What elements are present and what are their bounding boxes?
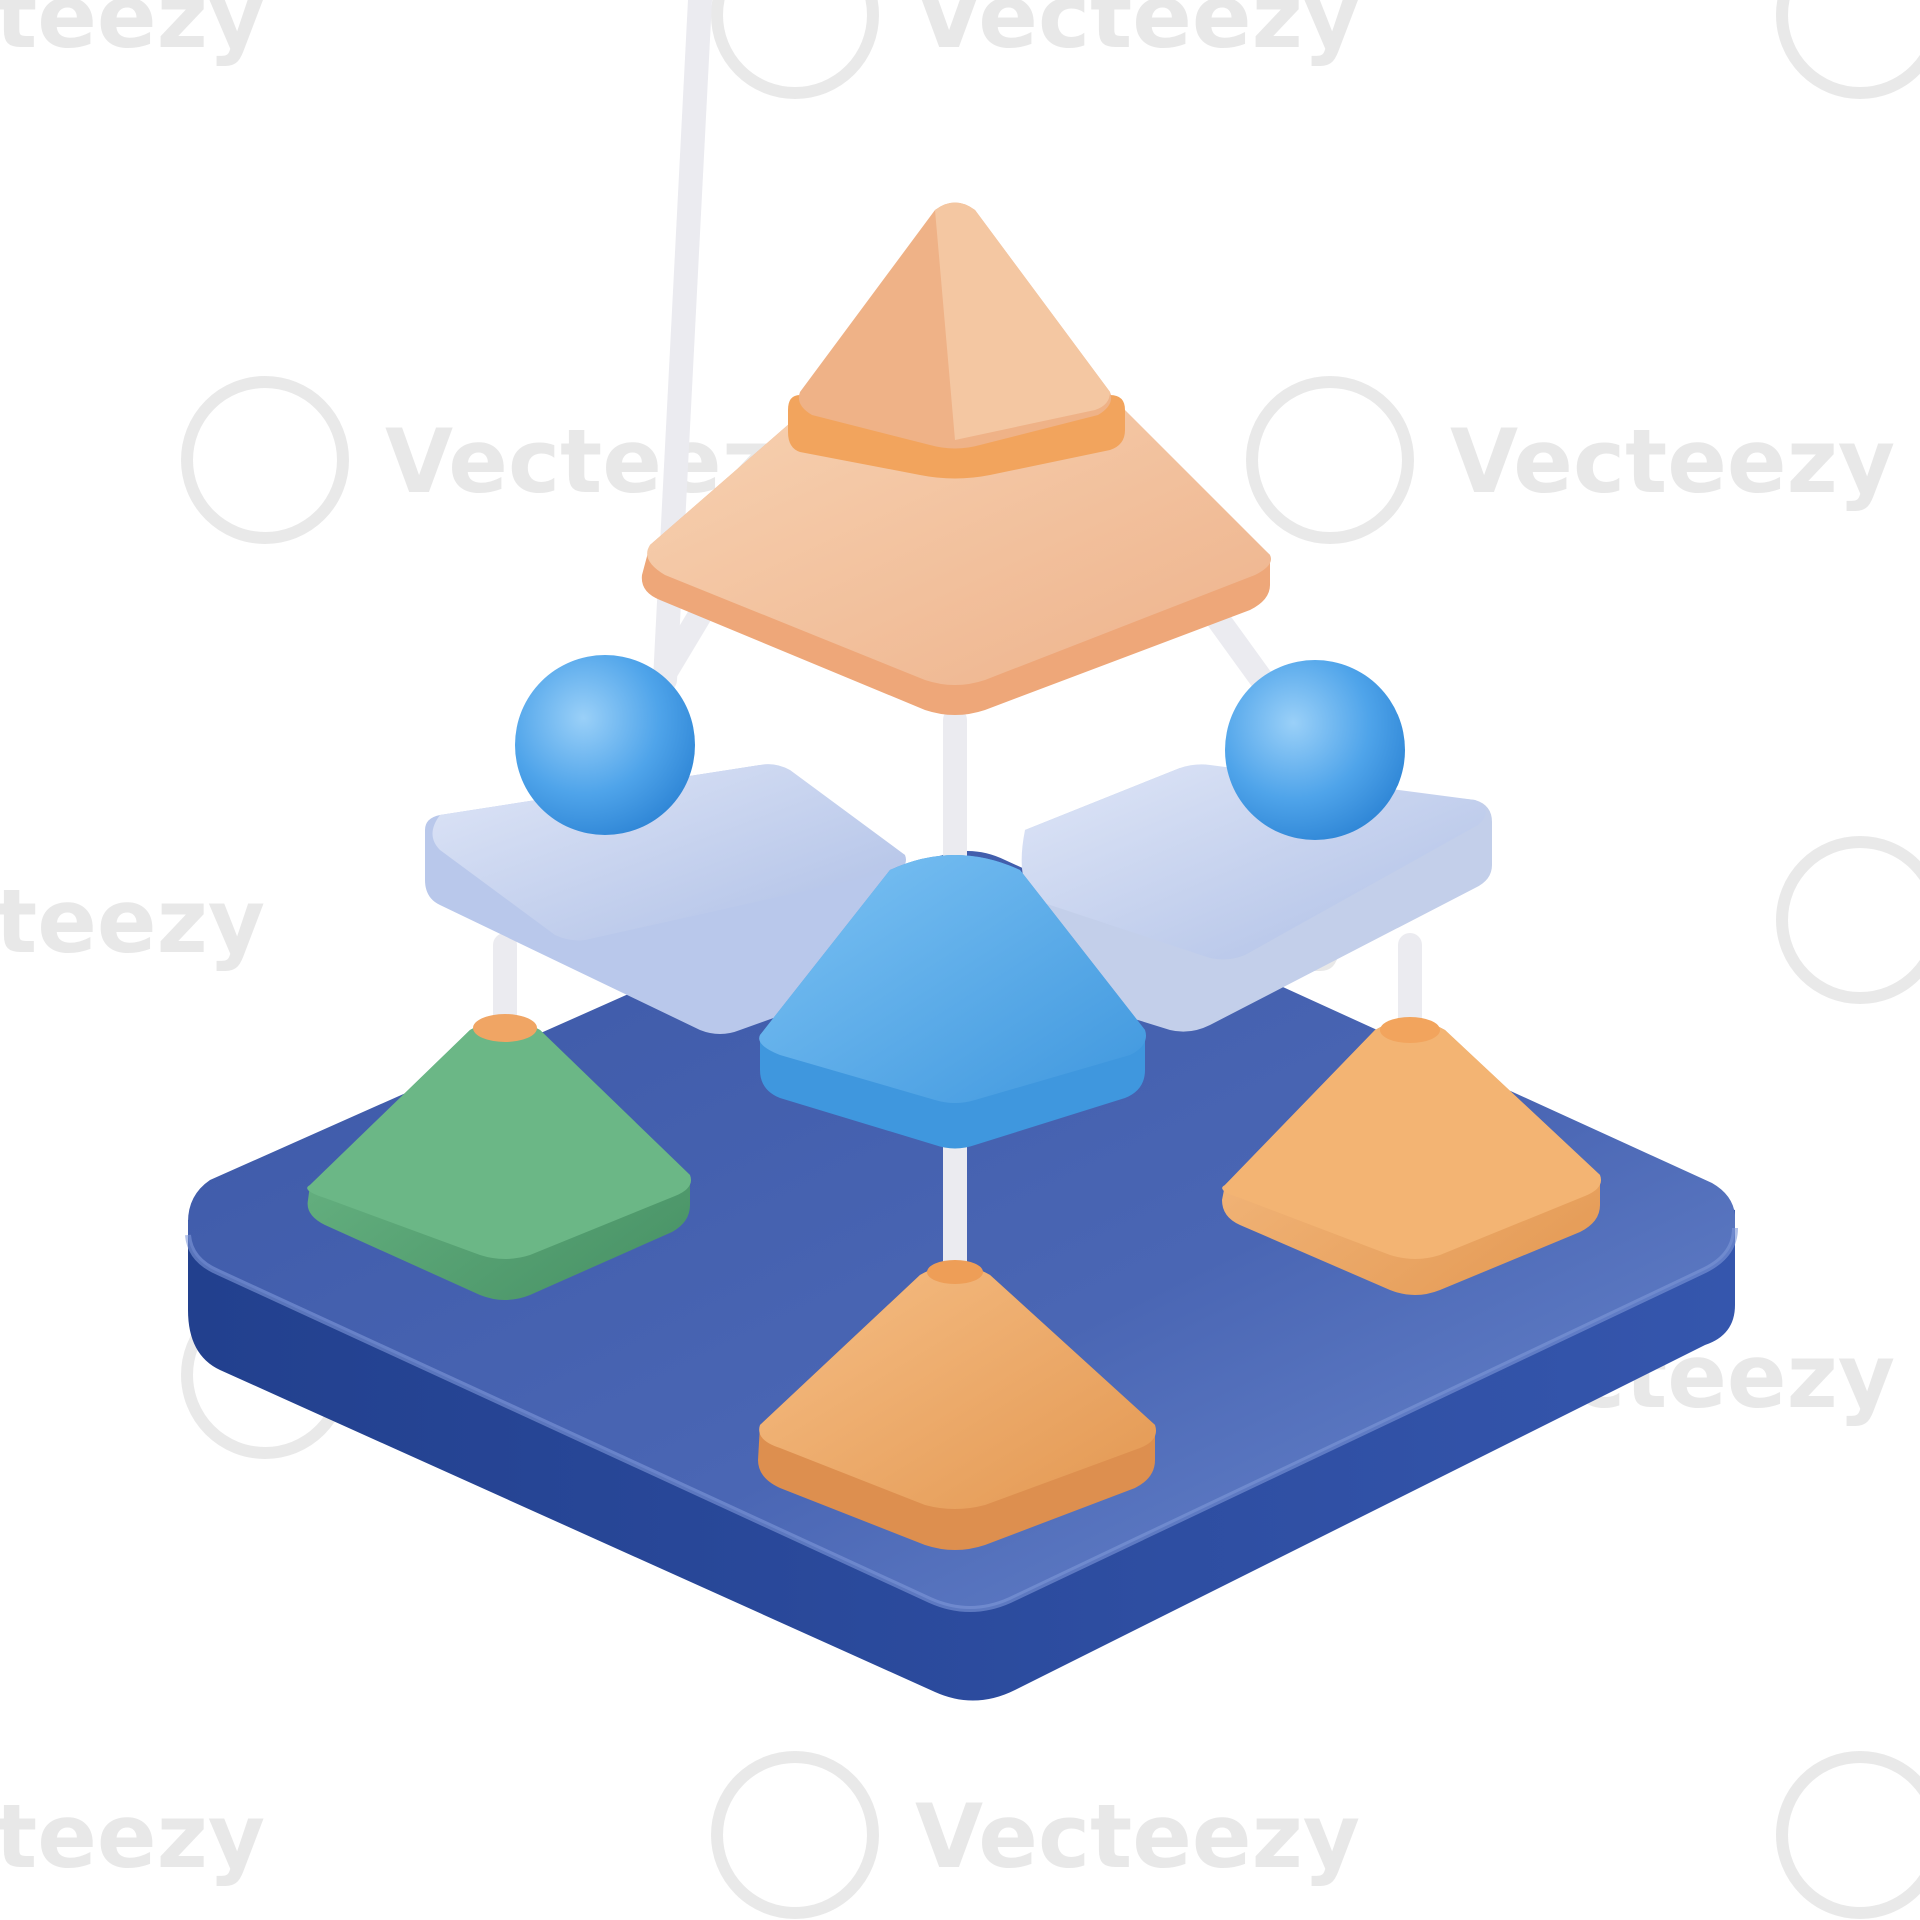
- watermark-text: Vecteezy: [0, 870, 265, 973]
- watermark-text: Vecteezy: [915, 0, 1360, 68]
- orange-pyramid-right: [1222, 1017, 1601, 1295]
- watermark-text: Vecteezy: [915, 1785, 1360, 1888]
- watermark-text: Vecteezy: [0, 1785, 265, 1888]
- watermark-logo-icon: [181, 376, 349, 544]
- center-blue-frustum: [759, 855, 1146, 1149]
- watermark-text: Vecteezy: [0, 0, 265, 68]
- top-peach-pyramid: [641, 202, 1271, 715]
- green-pyramid-cap: [473, 1014, 537, 1042]
- watermark-logo-icon: [711, 1751, 879, 1919]
- watermark-text: Vecteezy: [1450, 410, 1895, 513]
- watermark-logo-icon: [1776, 836, 1920, 1004]
- watermark-logo-icon: [1776, 1751, 1920, 1919]
- left-sphere: [515, 655, 695, 835]
- orange-pyramid-front: [758, 1260, 1156, 1550]
- watermark-logo-icon: [1246, 376, 1414, 544]
- watermark-logo-icon: [711, 0, 879, 99]
- orange-pyramid-front-cap: [927, 1260, 983, 1284]
- green-pyramid: [307, 1014, 691, 1300]
- watermark-logo-icon: [1776, 0, 1920, 99]
- connector-top-right: [1203, 603, 1274, 692]
- orange-pyramid-right-cap: [1380, 1017, 1440, 1043]
- right-sphere: [1225, 660, 1405, 840]
